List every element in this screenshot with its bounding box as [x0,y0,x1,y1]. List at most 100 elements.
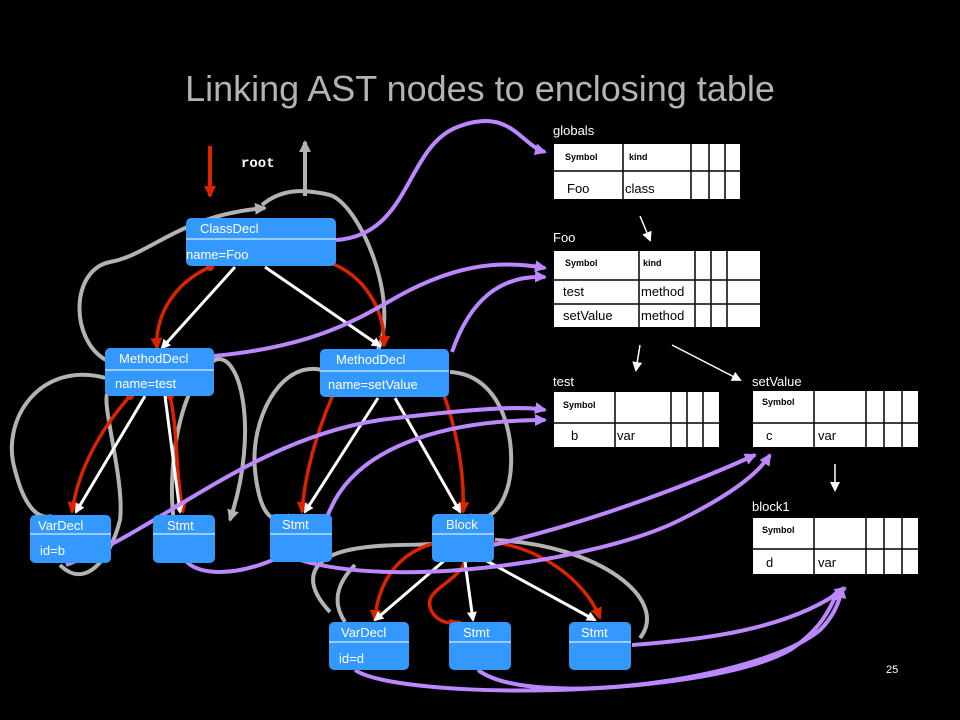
table-box [552,390,721,449]
symbol-table-block1: block1 Symbol d var [751,499,920,576]
slide-title: Linking AST nodes to enclosing table [185,68,775,109]
node-box [30,515,111,563]
table-cell: Foo [567,181,589,196]
symbol-table-globals: globals Symbol kind Foo class [552,123,742,201]
table-cell: c [766,428,773,443]
node-box [320,349,449,397]
tree-edges [74,265,597,622]
node-title: VarDecl [38,518,83,533]
node-title: Stmt [581,625,608,640]
table-header: Symbol [762,397,795,407]
root-label: root [241,156,275,172]
node-attr: name=test [115,376,176,391]
ast-node-methoddecl-setvalue: MethodDecl name=setValue [320,349,449,397]
node-box [449,622,511,670]
ast-node-stmt-1: Stmt [153,515,215,563]
page-number: 25 [886,664,899,676]
node-title: Stmt [463,625,490,640]
table-cell: setValue [563,308,613,323]
scope-link [450,270,547,353]
traversal-arc [252,366,323,522]
ast-node-vardecl-d: VarDecl id=d [329,622,409,670]
table-header: kind [643,258,662,268]
ast-node-block: Block [432,514,494,562]
parent-link [296,379,342,514]
parent-link [436,379,470,514]
scope-link [335,119,547,242]
tree-edge [463,561,477,622]
symbol-table-test: test Symbol b var [552,374,721,449]
scope-links [65,119,847,693]
table-header: Symbol [565,258,598,268]
table-cell: var [818,555,837,570]
table-label: setValue [752,374,802,389]
node-title: VarDecl [341,625,386,640]
scope-chain-arrows [632,215,840,492]
node-box [569,622,631,670]
node-box [270,514,332,562]
symbol-table-foo: Foo Symbol kind test method setValue met… [552,230,762,329]
node-attr: name=Foo [186,247,249,262]
scope-link [213,260,547,358]
table-header: Symbol [563,400,596,410]
node-title: ClassDecl [200,221,259,236]
traversal-arc [58,390,123,577]
table-cell: var [818,428,837,443]
scope-link [183,414,547,574]
traversal-arc [335,563,357,624]
traversal-arc [494,538,649,640]
parent-link [67,394,132,514]
table-label: test [553,374,574,389]
scope-chain-arrow [632,344,643,372]
tree-edge [303,397,380,514]
ast-node-stmt-2: Stmt [270,514,332,562]
scope-link [476,586,847,691]
node-attr: id=d [339,651,364,666]
table-header: kind [629,152,648,162]
parent-link [150,265,211,350]
scope-link [631,586,847,647]
scope-link [299,453,772,575]
table-box [751,516,920,576]
node-attr: name=setValue [328,377,418,392]
table-cell: method [641,284,684,299]
node-title: Stmt [282,517,309,532]
node-attr: id=b [40,543,65,558]
node-title: MethodDecl [119,351,188,366]
ast-node-stmt-4: Stmt [569,622,631,670]
traversal-links [9,189,649,640]
table-label: Foo [553,230,575,245]
node-box [186,218,336,266]
node-box [153,515,215,563]
scope-link [65,402,547,567]
tree-edge [373,558,446,622]
node-box [432,514,494,562]
node-title: MethodDecl [336,352,405,367]
tree-edge [160,265,237,350]
parent-link [327,260,391,348]
traversal-arc [9,372,107,519]
symbol-table-setvalue: setValue Symbol c var [751,374,920,449]
ast-node-stmt-3: Stmt [449,622,511,670]
tree-edge [74,395,147,514]
table-cell: d [766,555,773,570]
parent-link [168,395,188,514]
table-cell: b [571,428,578,443]
node-title: Stmt [167,518,194,533]
parent-link [427,561,467,631]
table-header: Symbol [565,152,598,162]
table-cell: class [625,181,655,196]
tree-edge [163,395,184,514]
scope-link [492,453,757,547]
node-title: Block [446,517,478,532]
table-cell: test [563,284,584,299]
table-cell: method [641,308,684,323]
traversal-arc [260,189,387,351]
table-cell: var [617,428,636,443]
table-box [751,389,920,449]
table-label: globals [553,123,595,138]
ast-node-vardecl-b: VarDecl id=b [30,515,111,563]
table-label: block1 [752,499,790,514]
parent-link [369,540,441,622]
